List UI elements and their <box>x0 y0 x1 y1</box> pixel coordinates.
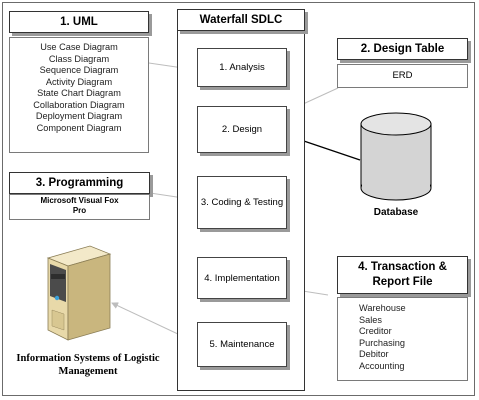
uml-item: Use Case Diagram <box>40 42 118 52</box>
step-implementation: 4. Implementation <box>197 257 287 299</box>
transaction-header: 4. Transaction & Report File <box>337 256 468 294</box>
transaction-item: Accounting <box>359 360 405 371</box>
database-icon <box>360 112 432 201</box>
step-coding-testing: 3. Coding & Testing <box>197 176 287 229</box>
transaction-item: Creditor <box>359 326 392 336</box>
step-maintenance: 5. Maintenance <box>197 322 287 367</box>
uml-item: Component Diagram <box>36 122 122 133</box>
design-table-content: ERD <box>392 70 413 81</box>
transaction-title-line2: Report File <box>372 276 433 288</box>
step-design: 2. Design <box>197 106 287 153</box>
transaction-item: Purchasing <box>359 337 405 348</box>
sdlc-header: Waterfall SDLC <box>177 9 305 31</box>
uml-item: Deployment Diagram <box>35 111 123 121</box>
design-table-box <box>337 64 468 88</box>
programming-content-line1: Microsoft Visual Fox <box>40 196 119 205</box>
step-analysis: 1. Analysis <box>197 48 287 87</box>
uml-item: State Chart Diagram <box>37 88 121 98</box>
system-label: Information Systems of Logistic Manageme… <box>8 352 168 378</box>
uml-list: Use Case Diagram Class Diagram Sequence … <box>9 42 149 134</box>
uml-box <box>9 37 149 153</box>
transaction-item: Sales <box>359 314 382 325</box>
transaction-item: Debitor <box>359 349 389 359</box>
server-computer-icon <box>46 245 112 341</box>
programming-header: 3. Programming Language <box>9 172 150 209</box>
transaction-title-line1: 4. Transaction & <box>358 261 447 273</box>
diagram-frame <box>2 2 475 396</box>
transaction-item: Warehouse <box>359 303 406 313</box>
system-label-line1: Information Systems of Logistic <box>16 353 160 364</box>
uml-item: Activity Diagram <box>45 76 113 87</box>
database-label: Database <box>373 207 419 218</box>
uml-item: Class Diagram <box>48 53 110 64</box>
transaction-list: Warehouse Sales Creditor Purchasing Debi… <box>359 303 459 372</box>
design-table-header: 2. Design Table <box>337 38 468 60</box>
programming-content: Microsoft Visual Fox Pro <box>9 196 150 216</box>
uml-item: Sequence Diagram <box>39 65 119 75</box>
uml-item: Collaboration Diagram <box>33 99 125 110</box>
programming-content-line2: Pro <box>72 206 87 215</box>
programming-box <box>9 194 150 220</box>
uml-header: 1. UML <box>9 11 149 33</box>
transaction-box <box>337 297 468 381</box>
system-label-line2: Management <box>58 366 118 377</box>
